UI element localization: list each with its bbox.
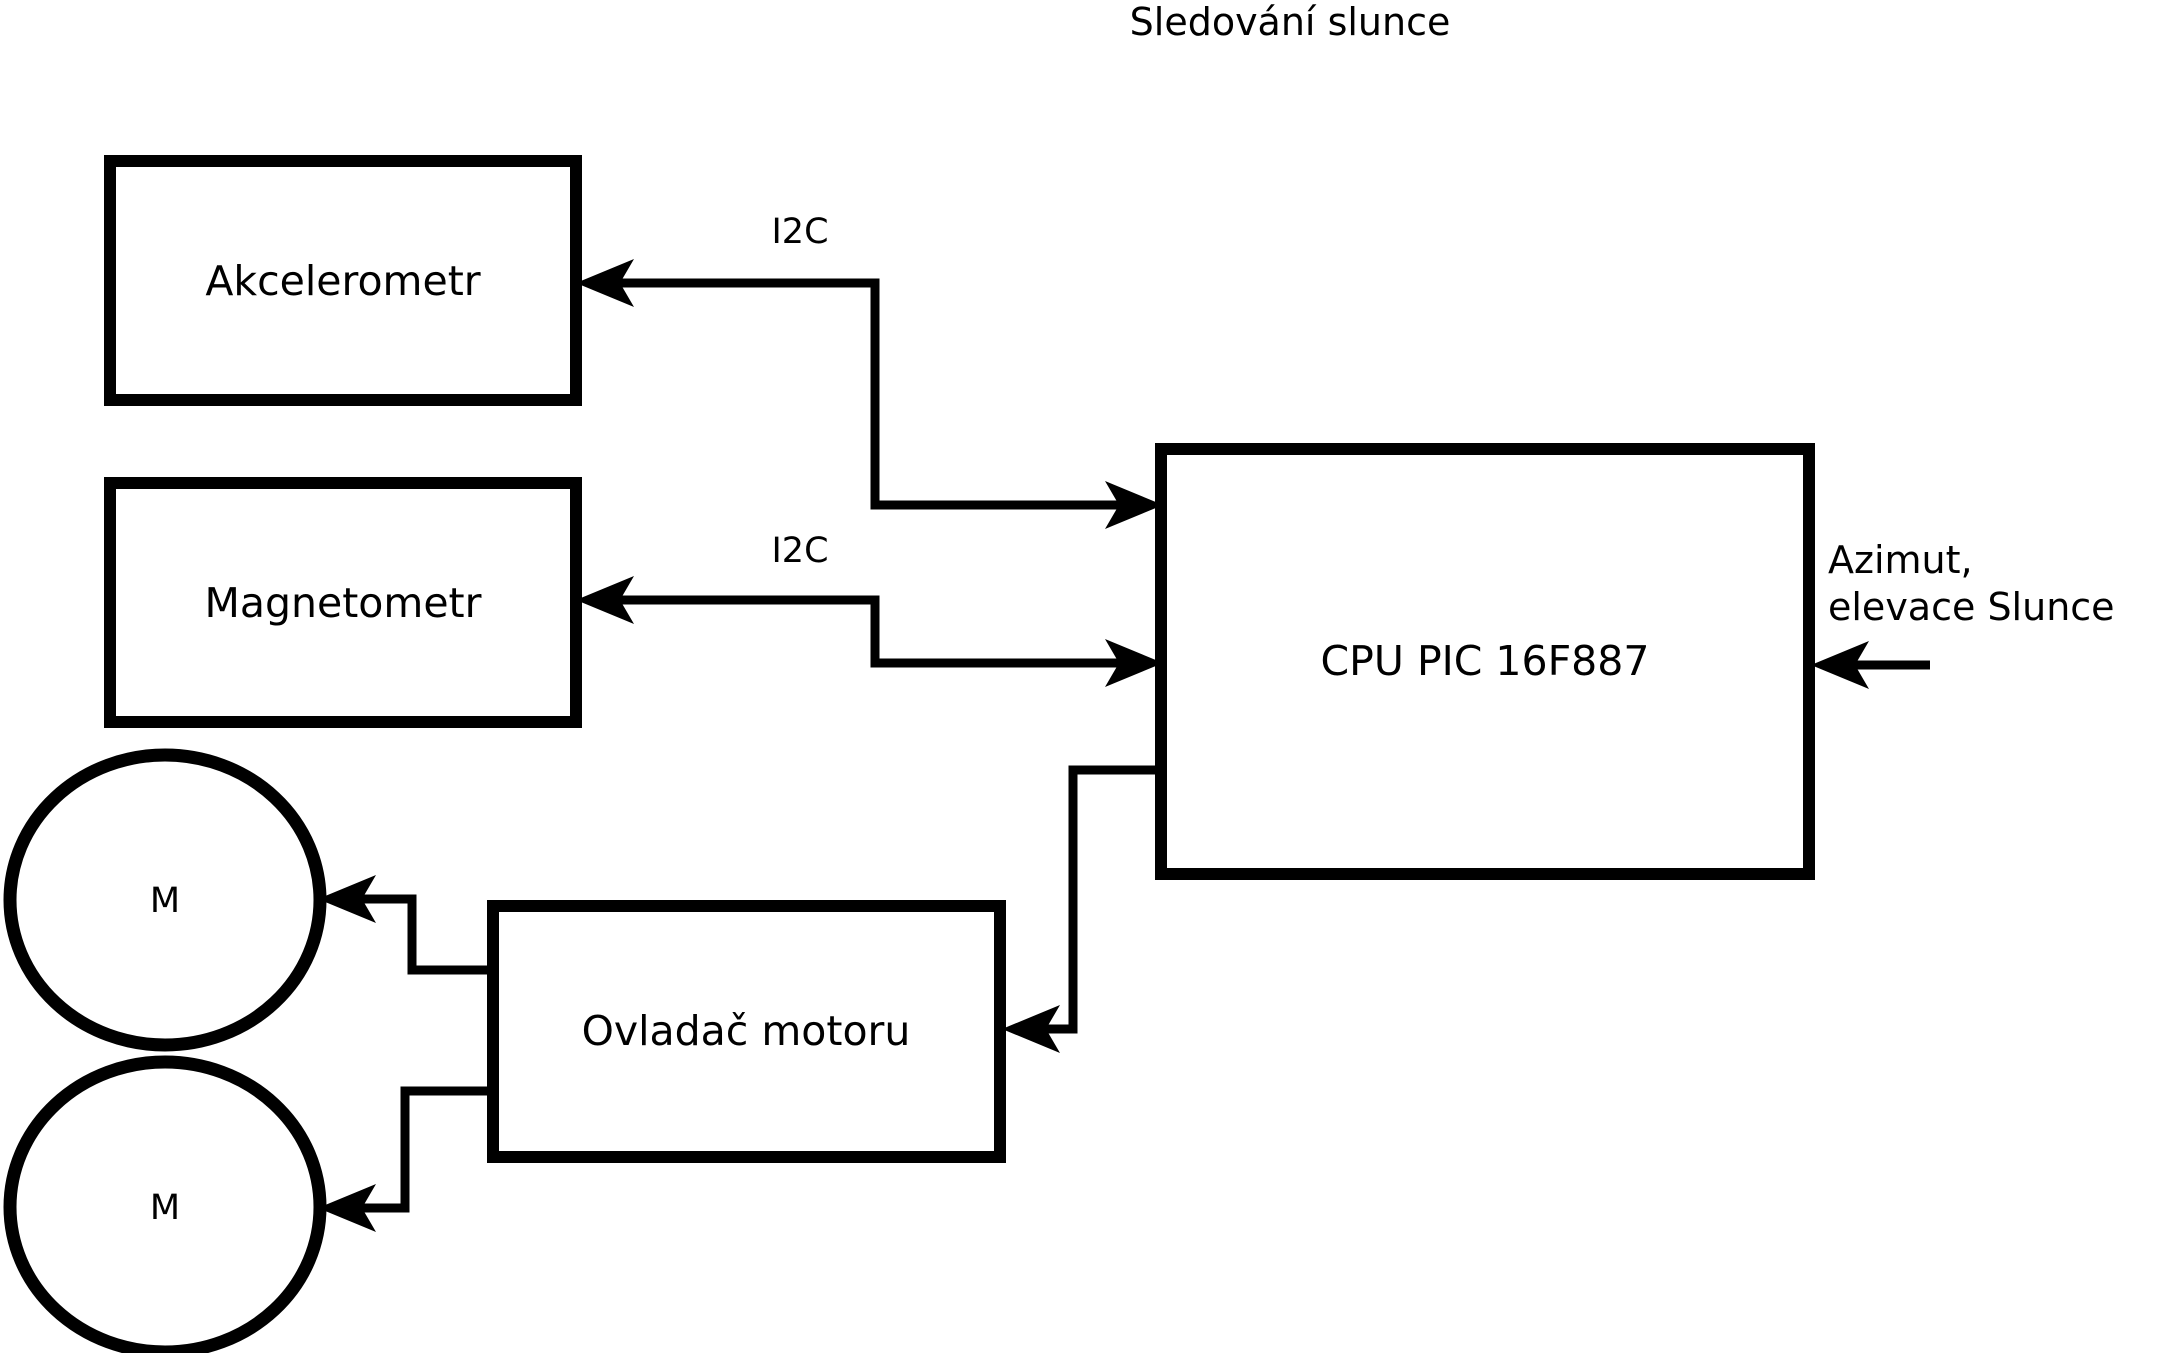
connection-driver-to-motor-2 xyxy=(318,1086,487,1232)
motor-2-circle xyxy=(3,1055,327,1353)
motor-1-circle xyxy=(3,748,327,1052)
connection-sun-input-to-cpu xyxy=(1811,641,1930,689)
block-accelerometer[interactable]: Akcelerometr xyxy=(104,155,582,406)
sun-input-label-line1: Azimut, xyxy=(1828,538,1973,582)
block-cpu[interactable]: CPU PIC 16F887 xyxy=(1155,443,1815,880)
arrowhead-into-magnetometer xyxy=(576,576,634,624)
arrowhead-into-motor-1 xyxy=(318,875,376,923)
connection-driver-to-motor-1 xyxy=(318,875,487,975)
motor-2-label: M xyxy=(150,1188,180,1228)
block-motor-driver[interactable]: Ovladač motoru xyxy=(487,900,1006,1163)
block-magnetometer[interactable]: Magnetometr xyxy=(104,477,582,728)
connection-cpu-to-accelerometer xyxy=(576,259,1163,529)
cpu-to-driver-wire xyxy=(1029,765,1155,1034)
arrowhead-into-cpu-upper xyxy=(1105,481,1163,529)
i2c-magnetometer-label: I2C xyxy=(771,531,828,571)
sun-input-label-line2: elevace Slunce xyxy=(1828,585,2115,629)
block-motor-1[interactable]: M xyxy=(3,748,327,1052)
accelerometer-box xyxy=(104,155,582,406)
motor-1-label: M xyxy=(150,881,180,921)
arrowhead-into-cpu-right xyxy=(1811,641,1869,689)
motor-driver-box xyxy=(487,900,1006,1163)
i2c-accelerometer-label: I2C xyxy=(771,212,828,252)
magnetometer-box xyxy=(104,477,582,728)
motor-driver-label: Ovladač motoru xyxy=(582,1007,911,1055)
connection-cpu-to-magnetometer xyxy=(576,576,1163,687)
arrowhead-into-accelerometer xyxy=(576,259,634,307)
cpu-label: CPU PIC 16F887 xyxy=(1321,637,1650,685)
arrowhead-into-cpu-lower xyxy=(1105,639,1163,687)
driver-to-motor-2-wire xyxy=(350,1086,487,1213)
arrowhead-into-motor-driver xyxy=(1002,1005,1060,1053)
accelerometer-label: Akcelerometr xyxy=(205,257,480,305)
magnetometer-label: Magnetometr xyxy=(205,579,482,627)
arrowhead-into-motor-2 xyxy=(318,1184,376,1232)
driver-to-motor-1-wire xyxy=(350,894,487,975)
page-title: Sledování slunce xyxy=(1130,0,1451,44)
i2c-magnetometer-wire xyxy=(608,595,1136,668)
block-motor-2[interactable]: M xyxy=(3,1055,327,1353)
i2c-accelerometer-wire xyxy=(608,278,1136,510)
cpu-box xyxy=(1155,443,1815,880)
connection-cpu-to-motor-driver xyxy=(1002,765,1155,1053)
